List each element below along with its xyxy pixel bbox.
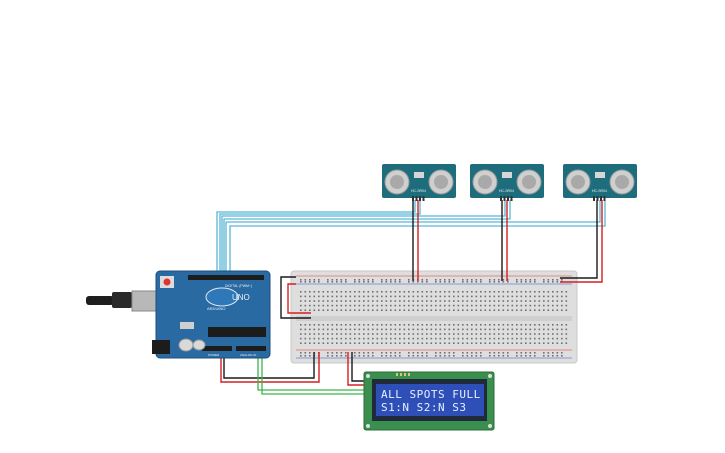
lcd-pins <box>396 373 410 376</box>
breadboard[interactable] <box>290 270 578 364</box>
board-header-label: DIGITAL (PWM~) <box>225 284 252 288</box>
power-wires <box>220 276 367 386</box>
sensor-model-label: HC-SR04 <box>499 189 514 193</box>
lcd-line-2: S1:N S2:N S3 <box>381 401 467 414</box>
ultrasonic-sensor-3[interactable]: HC-SR04 <box>563 164 637 201</box>
board-logo: UNO <box>232 293 250 302</box>
arduino-uno-board[interactable]: UNO ARDUINO DIGITAL (PWM~) POWER ANALOG … <box>152 270 271 359</box>
i2c-wires <box>257 358 367 395</box>
board-brand: ARDUINO <box>207 306 225 311</box>
sensor-power-wires <box>412 200 603 283</box>
ultrasonic-sensor-1[interactable]: HC-SR04 <box>382 164 456 201</box>
ultrasonic-sensors[interactable]: HC-SR04 HC-SR04 HC-SR04 <box>382 164 637 201</box>
lcd-module[interactable] <box>363 371 495 431</box>
lcd-line-1: ALL SPOTS FULL <box>381 388 481 401</box>
board-analog-label: ANALOG IN <box>240 353 256 357</box>
signal-wires <box>216 200 606 275</box>
usb-cable <box>86 290 161 312</box>
sensor-model-label: HC-SR04 <box>592 189 607 193</box>
ultrasonic-sensor-2[interactable]: HC-SR04 <box>470 164 544 201</box>
board-power-label: POWER <box>208 353 220 357</box>
sensor-model-label: HC-SR04 <box>411 189 426 193</box>
